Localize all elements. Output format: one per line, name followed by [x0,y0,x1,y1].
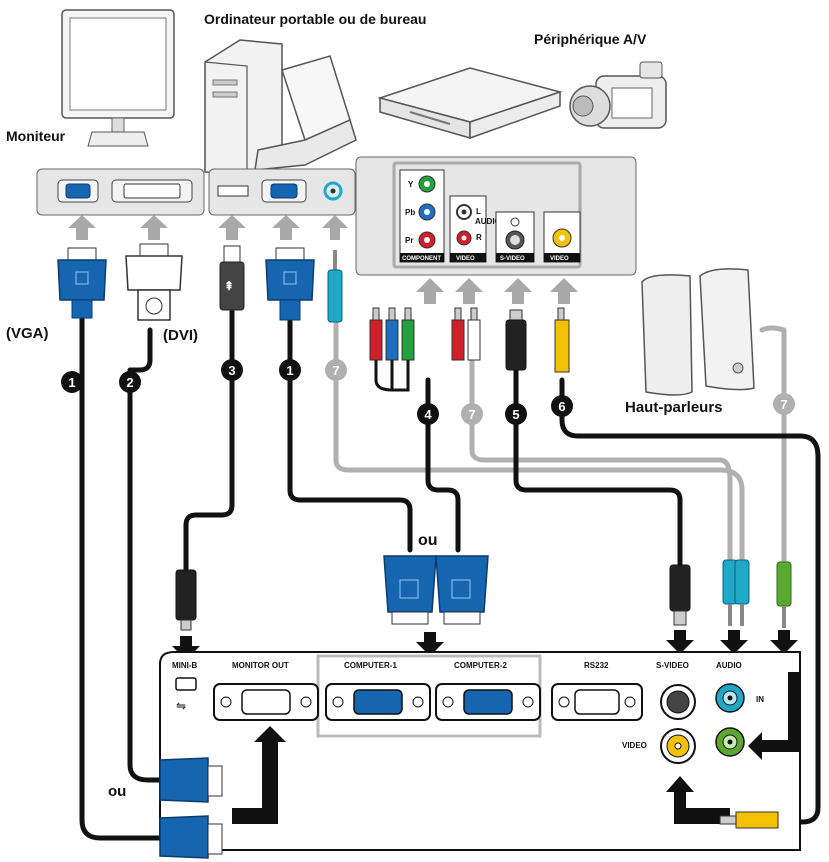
badge-1-computer: 1 [286,363,293,378]
in-label: IN [756,695,764,704]
monitor-out-label: MONITOR OUT [232,661,289,670]
audio-r-label: R [476,233,482,242]
component-label: COMPONENT [402,256,441,262]
computer-port-panel [208,168,356,216]
badge-2-dvi: 2 [126,375,133,390]
composite-plug [554,307,570,373]
audio-jack-computer [327,250,343,323]
monitor-port-panel [36,168,205,216]
monitor-label: Moniteur [6,128,66,144]
composite-plug-projector [719,811,779,829]
s-video-label: S-VIDEO [656,661,689,670]
vga-label: (VGA) [6,325,49,342]
audio-jacks-projector [722,559,792,628]
badge-3-usb: 3 [228,363,235,378]
dvi-plug [125,243,183,321]
video-composite-label: VIDEO [456,256,475,262]
usb-icon: ⇋ [176,699,186,713]
rca-plugs [369,307,481,392]
svideo-panel-label: S-VIDEO [500,256,525,262]
video-label: VIDEO [622,741,647,750]
or-label-bottom: ou [108,783,126,800]
computer-illustration: Ordinateur portable ou de bureau [204,11,426,177]
camcorder-illustration: Périphérique A/V [534,31,667,129]
vga-plug-pair [383,555,489,625]
badge-6-composite: 6 [558,399,565,414]
speakers-label: Haut-parleurs [625,399,723,416]
audio-label: AUDIO [716,661,742,670]
bend-arrows [232,672,800,824]
svideo-plug-projector [669,564,691,626]
output-arrows [172,630,798,660]
projector-panel: MINI-B ⇋ MONITOR OUT COMPUTER-1 COMPUTER… [159,651,801,851]
computer-2-label: COMPUTER-2 [454,661,507,670]
rs232-label: RS232 [584,661,609,670]
video-panel-label: VIDEO [550,256,569,262]
cables [79,297,821,841]
badge-7-av: 7 [468,407,475,422]
mini-b-label: MINI-B [172,661,198,670]
monitor-illustration [61,9,175,147]
mini-usb-plug [175,569,197,631]
component-y-label: Y [408,180,414,189]
badge-7-computer: 7 [332,363,339,378]
badge-5-svideo: 5 [512,407,519,422]
computer-1-label: COMPUTER-1 [344,661,397,670]
speakers-illustration: Haut-parleurs [625,268,755,416]
vga-plug-computer [265,247,315,321]
dvi-label: (DVI) [163,327,198,344]
badge-7-speakers: 7 [780,397,787,412]
svideo-plug [505,309,527,371]
audio-l-label: L [476,207,481,216]
vga-plug-monitor [57,247,107,319]
component-pb-label: Pb [405,208,415,217]
av-player-illustration [377,67,563,140]
input-arrows [68,215,578,304]
badge-1-vga: 1 [68,375,75,390]
av-device-label: Périphérique A/V [534,31,647,47]
cable-badges: 1 2 3 1 7 4 7 5 6 7 [61,359,795,425]
vga-plug-monitor-out-1 [159,757,223,803]
usb-plug: ⇞ [219,245,245,311]
svg-text:⇞: ⇞ [224,279,234,293]
badge-4-component: 4 [424,407,432,422]
or-label-top: ou [418,532,438,549]
vga-plug-monitor-out-2 [159,815,223,859]
audio-panel-label: AUDIO [475,217,501,226]
computer-label: Ordinateur portable ou de bureau [204,11,426,27]
av-port-panel: Y Pb Pr COMPONENT AUDIO L R VIDEO S-VIDE… [355,156,637,276]
component-pr-label: Pr [405,236,413,245]
